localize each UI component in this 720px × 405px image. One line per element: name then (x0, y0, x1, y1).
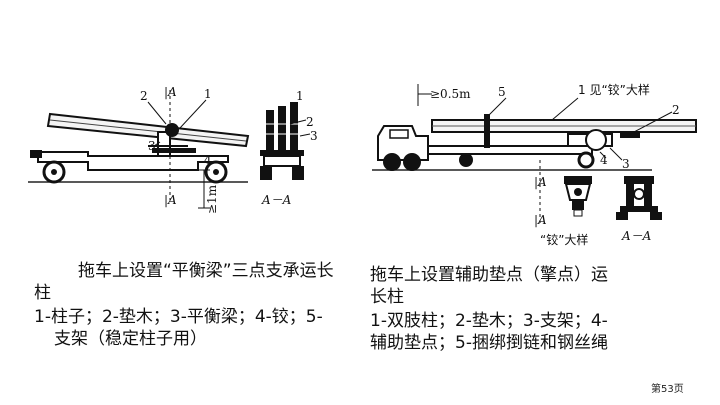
left-caption-title: 拖车上设置“平衡梁”三点支承运长柱 (34, 261, 334, 303)
detail-title: “铰”大样 (540, 232, 588, 247)
page-number: 第53页 (651, 384, 684, 395)
section-label-2: 2 (306, 115, 314, 129)
balance-beam-trailer-diagram: 2 1 3 4 |A |A ≥1m 1 2 3 A－A (28, 85, 318, 214)
balance-beam (152, 148, 196, 153)
section-a-bottom: |A (164, 193, 177, 207)
right-caption-legend-line1: 1-双肢柱；2-垫木；3-支架；4- (370, 311, 608, 331)
section-a-top: |A (164, 85, 177, 99)
section-title: A－A (261, 193, 292, 207)
right-caption: 拖车上设置辅助垫点（擎点）运 长柱 1-双肢柱；2-垫木；3-支架；4- 辅助垫… (370, 264, 690, 354)
right-caption-legend-line2: 辅助垫点；5-捆绑捯链和钢丝绳 (370, 333, 608, 353)
section-a-bottom: |A (534, 213, 547, 227)
label-4: 4 (600, 153, 608, 167)
section-label-1: 1 (296, 89, 304, 103)
auxiliary-support-trailer-diagram: ≥0.5m 5 1 见“铰”大样 2 4 3 |A |A “铰”大样 (372, 82, 697, 247)
label-4: 4 (204, 153, 212, 167)
label-1: 1 (204, 87, 212, 101)
right-caption-title-line2: 长柱 (370, 287, 404, 307)
section-title: A－A (621, 229, 652, 243)
trailer-frame (37, 151, 229, 171)
section-view (260, 102, 311, 180)
hinge (165, 123, 179, 137)
trailer-wheel-front (459, 153, 473, 167)
hinge-circle (585, 129, 607, 151)
wood-pad (620, 132, 640, 138)
section-label-3: 3 (310, 129, 318, 143)
cab-wheel-1 (383, 153, 401, 171)
cab-wheel-2 (403, 153, 421, 171)
section-a-top: |A (534, 175, 547, 189)
label-2: 2 (140, 89, 148, 103)
left-caption-legend: 1-柱子；2-垫木；3-平衡梁；4-铰；5-支架（稳定柱子用） (34, 307, 323, 349)
label-3: 3 (148, 139, 156, 153)
hinge-detail-view (564, 176, 592, 217)
section-view (616, 176, 662, 220)
trailer-hitch (30, 150, 42, 158)
trailer-deck (427, 145, 593, 155)
label-2: 2 (672, 103, 680, 117)
left-caption: 拖车上设置“平衡梁”三点支承运长柱 1-柱子；2-垫木；3-平衡梁；4-铰；5-… (34, 260, 334, 350)
label-1-detail: 1 见“铰”大样 (578, 82, 650, 97)
dimension-label: ≥0.5m (430, 87, 471, 101)
trailer-wheel-rear (577, 151, 595, 169)
label-5: 5 (498, 85, 506, 99)
label-3: 3 (622, 157, 630, 171)
dimension-label: ≥1m (205, 184, 219, 214)
binding-chain (484, 114, 490, 148)
right-caption-title-line1: 拖车上设置辅助垫点（擎点）运 (370, 265, 608, 285)
